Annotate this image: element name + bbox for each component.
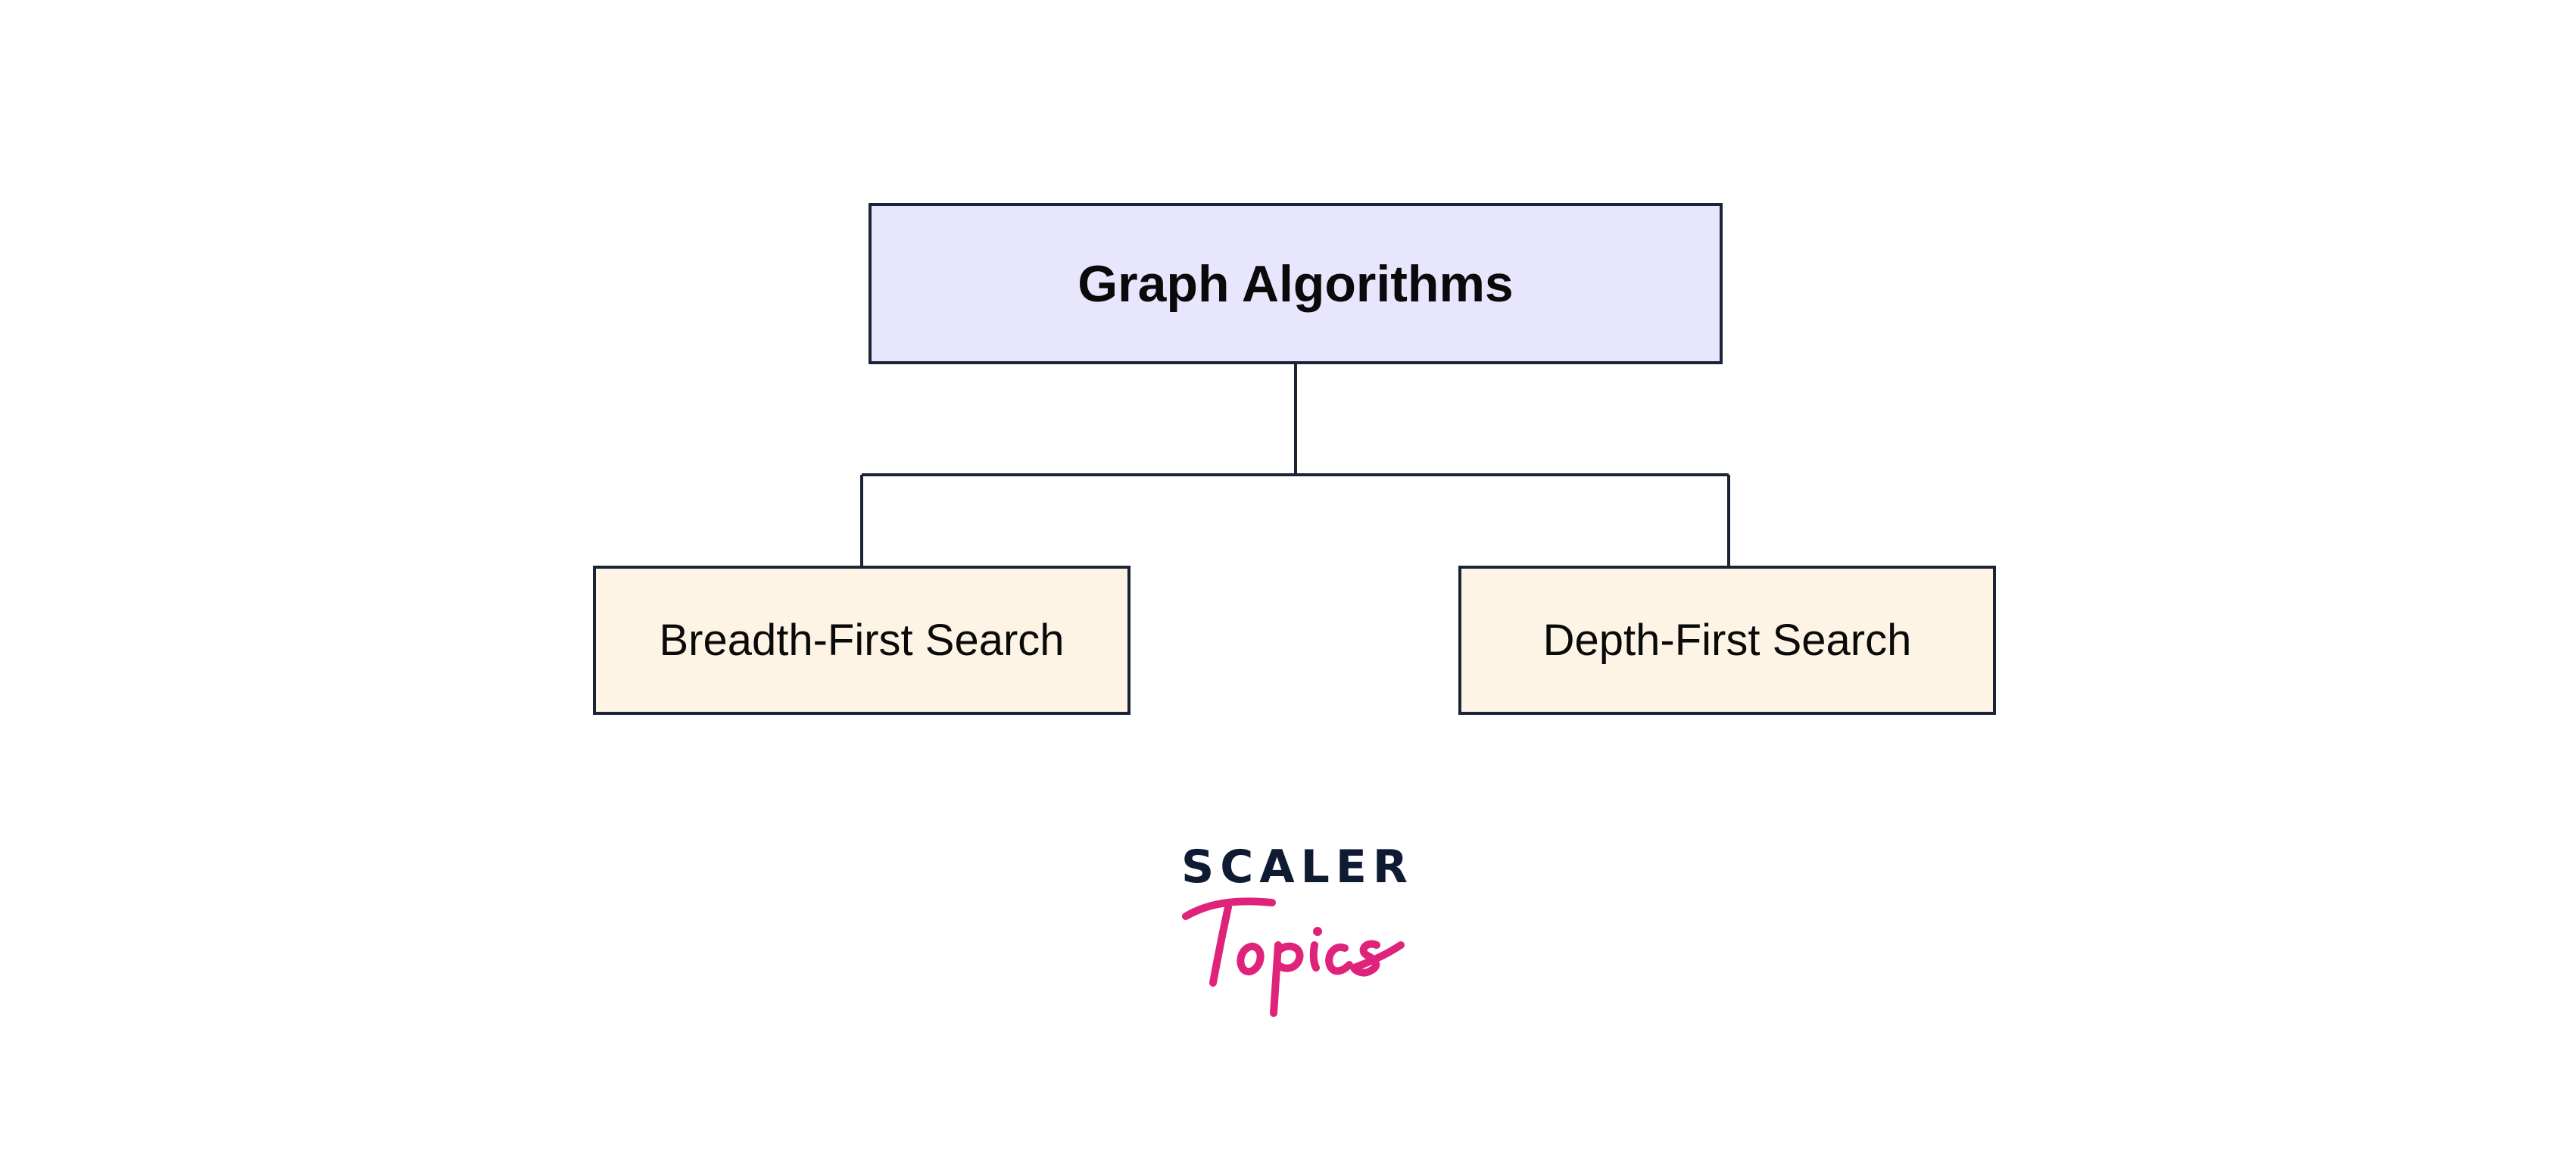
root-node: Graph Algorithms [869, 203, 1723, 364]
child-node-dfs: Depth-First Search [1458, 566, 1996, 715]
logo-scaler-text: SCALER [1181, 841, 1414, 894]
child-node-bfs-label: Breadth-First Search [659, 616, 1065, 665]
logo-topics-script [1182, 897, 1405, 1017]
child-node-bfs: Breadth-First Search [593, 566, 1131, 715]
root-node-label: Graph Algorithms [1077, 254, 1514, 313]
child-node-dfs-label: Depth-First Search [1542, 616, 1912, 665]
scaler-topics-logo: SCALER [1181, 841, 1408, 1037]
